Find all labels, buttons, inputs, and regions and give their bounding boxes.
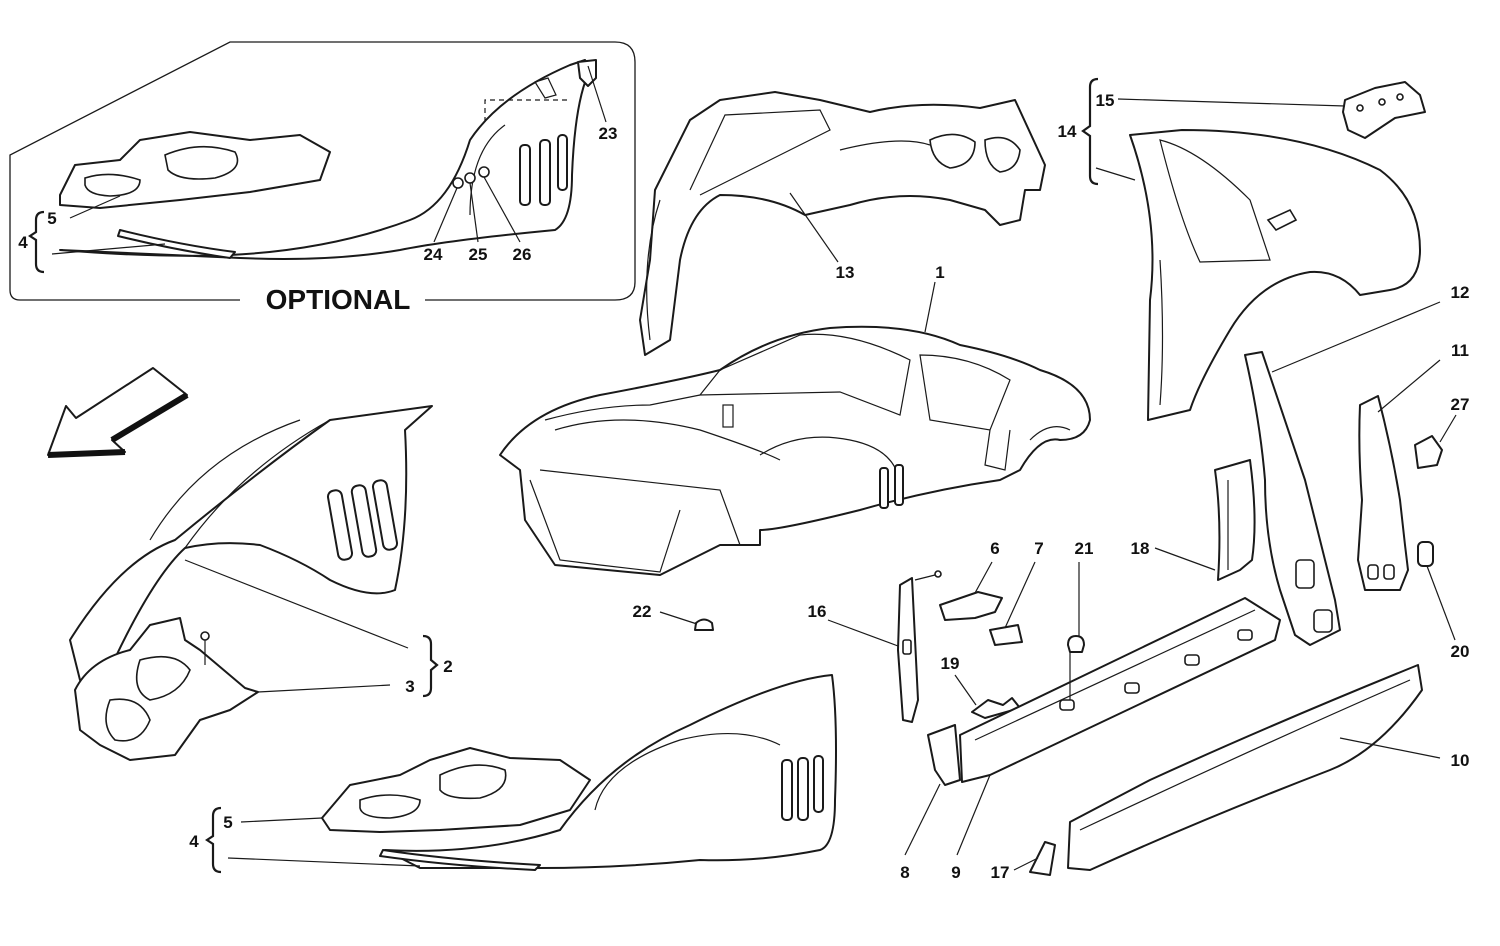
rear-inner-structure-part-13: [639, 91, 1046, 356]
callout-16: 16: [808, 602, 827, 621]
callout-1: 1: [935, 263, 944, 282]
front-direction-arrow-icon: [47, 367, 189, 458]
callout-7: 7: [1034, 539, 1043, 558]
inset-front-fender: [59, 59, 591, 260]
callout-26: 26: [513, 245, 532, 264]
callout-20: 20: [1451, 642, 1470, 661]
callout-6: 6: [990, 539, 999, 558]
optional-label: OPTIONAL: [266, 284, 411, 315]
callout-4-inset: 4: [18, 233, 28, 252]
callout-9: 9: [951, 863, 960, 882]
callout-15: 15: [1096, 91, 1115, 110]
callout-numbers: 1 2 3 4 5 6 7 8 9 10 11 12 13 14 15 16 1…: [18, 91, 1469, 882]
sill-part-9: [959, 597, 1281, 783]
callout-24: 24: [424, 245, 443, 264]
callout-3: 3: [405, 677, 414, 696]
clip-part-19: [971, 697, 1021, 719]
leader-lines: [51, 65, 1457, 871]
bracket-part-7: [989, 624, 1023, 646]
bracket-part-16: [897, 570, 942, 723]
callout-10: 10: [1451, 751, 1470, 770]
callout-13: 13: [836, 263, 855, 282]
callout-23: 23: [599, 124, 618, 143]
plug-part-21: [1067, 635, 1085, 653]
panel-part-18: [1214, 459, 1256, 581]
callout-2: 2: [443, 657, 452, 676]
clip-part-17: [1029, 841, 1056, 876]
callout-12: 12: [1451, 283, 1470, 302]
callout-5-inset: 5: [47, 209, 56, 228]
rear-quarter-panel-part-14: [1129, 129, 1421, 421]
front-inner-panel-part-3: [74, 617, 259, 761]
callout-22: 22: [633, 602, 652, 621]
plug-part-22: [694, 618, 714, 631]
body-shell-part-1: [499, 325, 1091, 576]
inset-sill-strip: [117, 229, 236, 259]
rocker-panel-part-10: [1067, 664, 1423, 871]
b-pillar-part-12: [1244, 351, 1341, 646]
callout-8: 8: [900, 863, 909, 882]
callout-21: 21: [1075, 539, 1094, 558]
callout-11: 11: [1451, 341, 1469, 360]
front-fender-part-2: [69, 405, 433, 681]
grommet-part-20: [1417, 541, 1434, 567]
callout-5-bottom: 5: [223, 813, 232, 832]
callout-25: 25: [469, 245, 488, 264]
callout-4-bottom: 4: [189, 832, 199, 851]
optional-inset: OPTIONAL: [9, 41, 636, 315]
inner-panel-part-11: [1357, 395, 1409, 591]
callout-18: 18: [1131, 539, 1150, 558]
callout-14: 14: [1058, 122, 1077, 141]
callout-19: 19: [941, 654, 960, 673]
bracket-part-6: [939, 591, 1003, 621]
panel-part-8: [927, 724, 961, 786]
wheelhouse-liner-part-5: [321, 747, 591, 833]
callout-17: 17: [991, 863, 1010, 882]
clip-part-27: [1414, 435, 1443, 469]
inset-emblem: [577, 59, 597, 87]
callout-27: 27: [1451, 395, 1470, 414]
bracket-part-15: [1342, 81, 1426, 139]
grouping-braces: [28, 77, 1099, 874]
front-fender-part-4: [379, 674, 837, 871]
